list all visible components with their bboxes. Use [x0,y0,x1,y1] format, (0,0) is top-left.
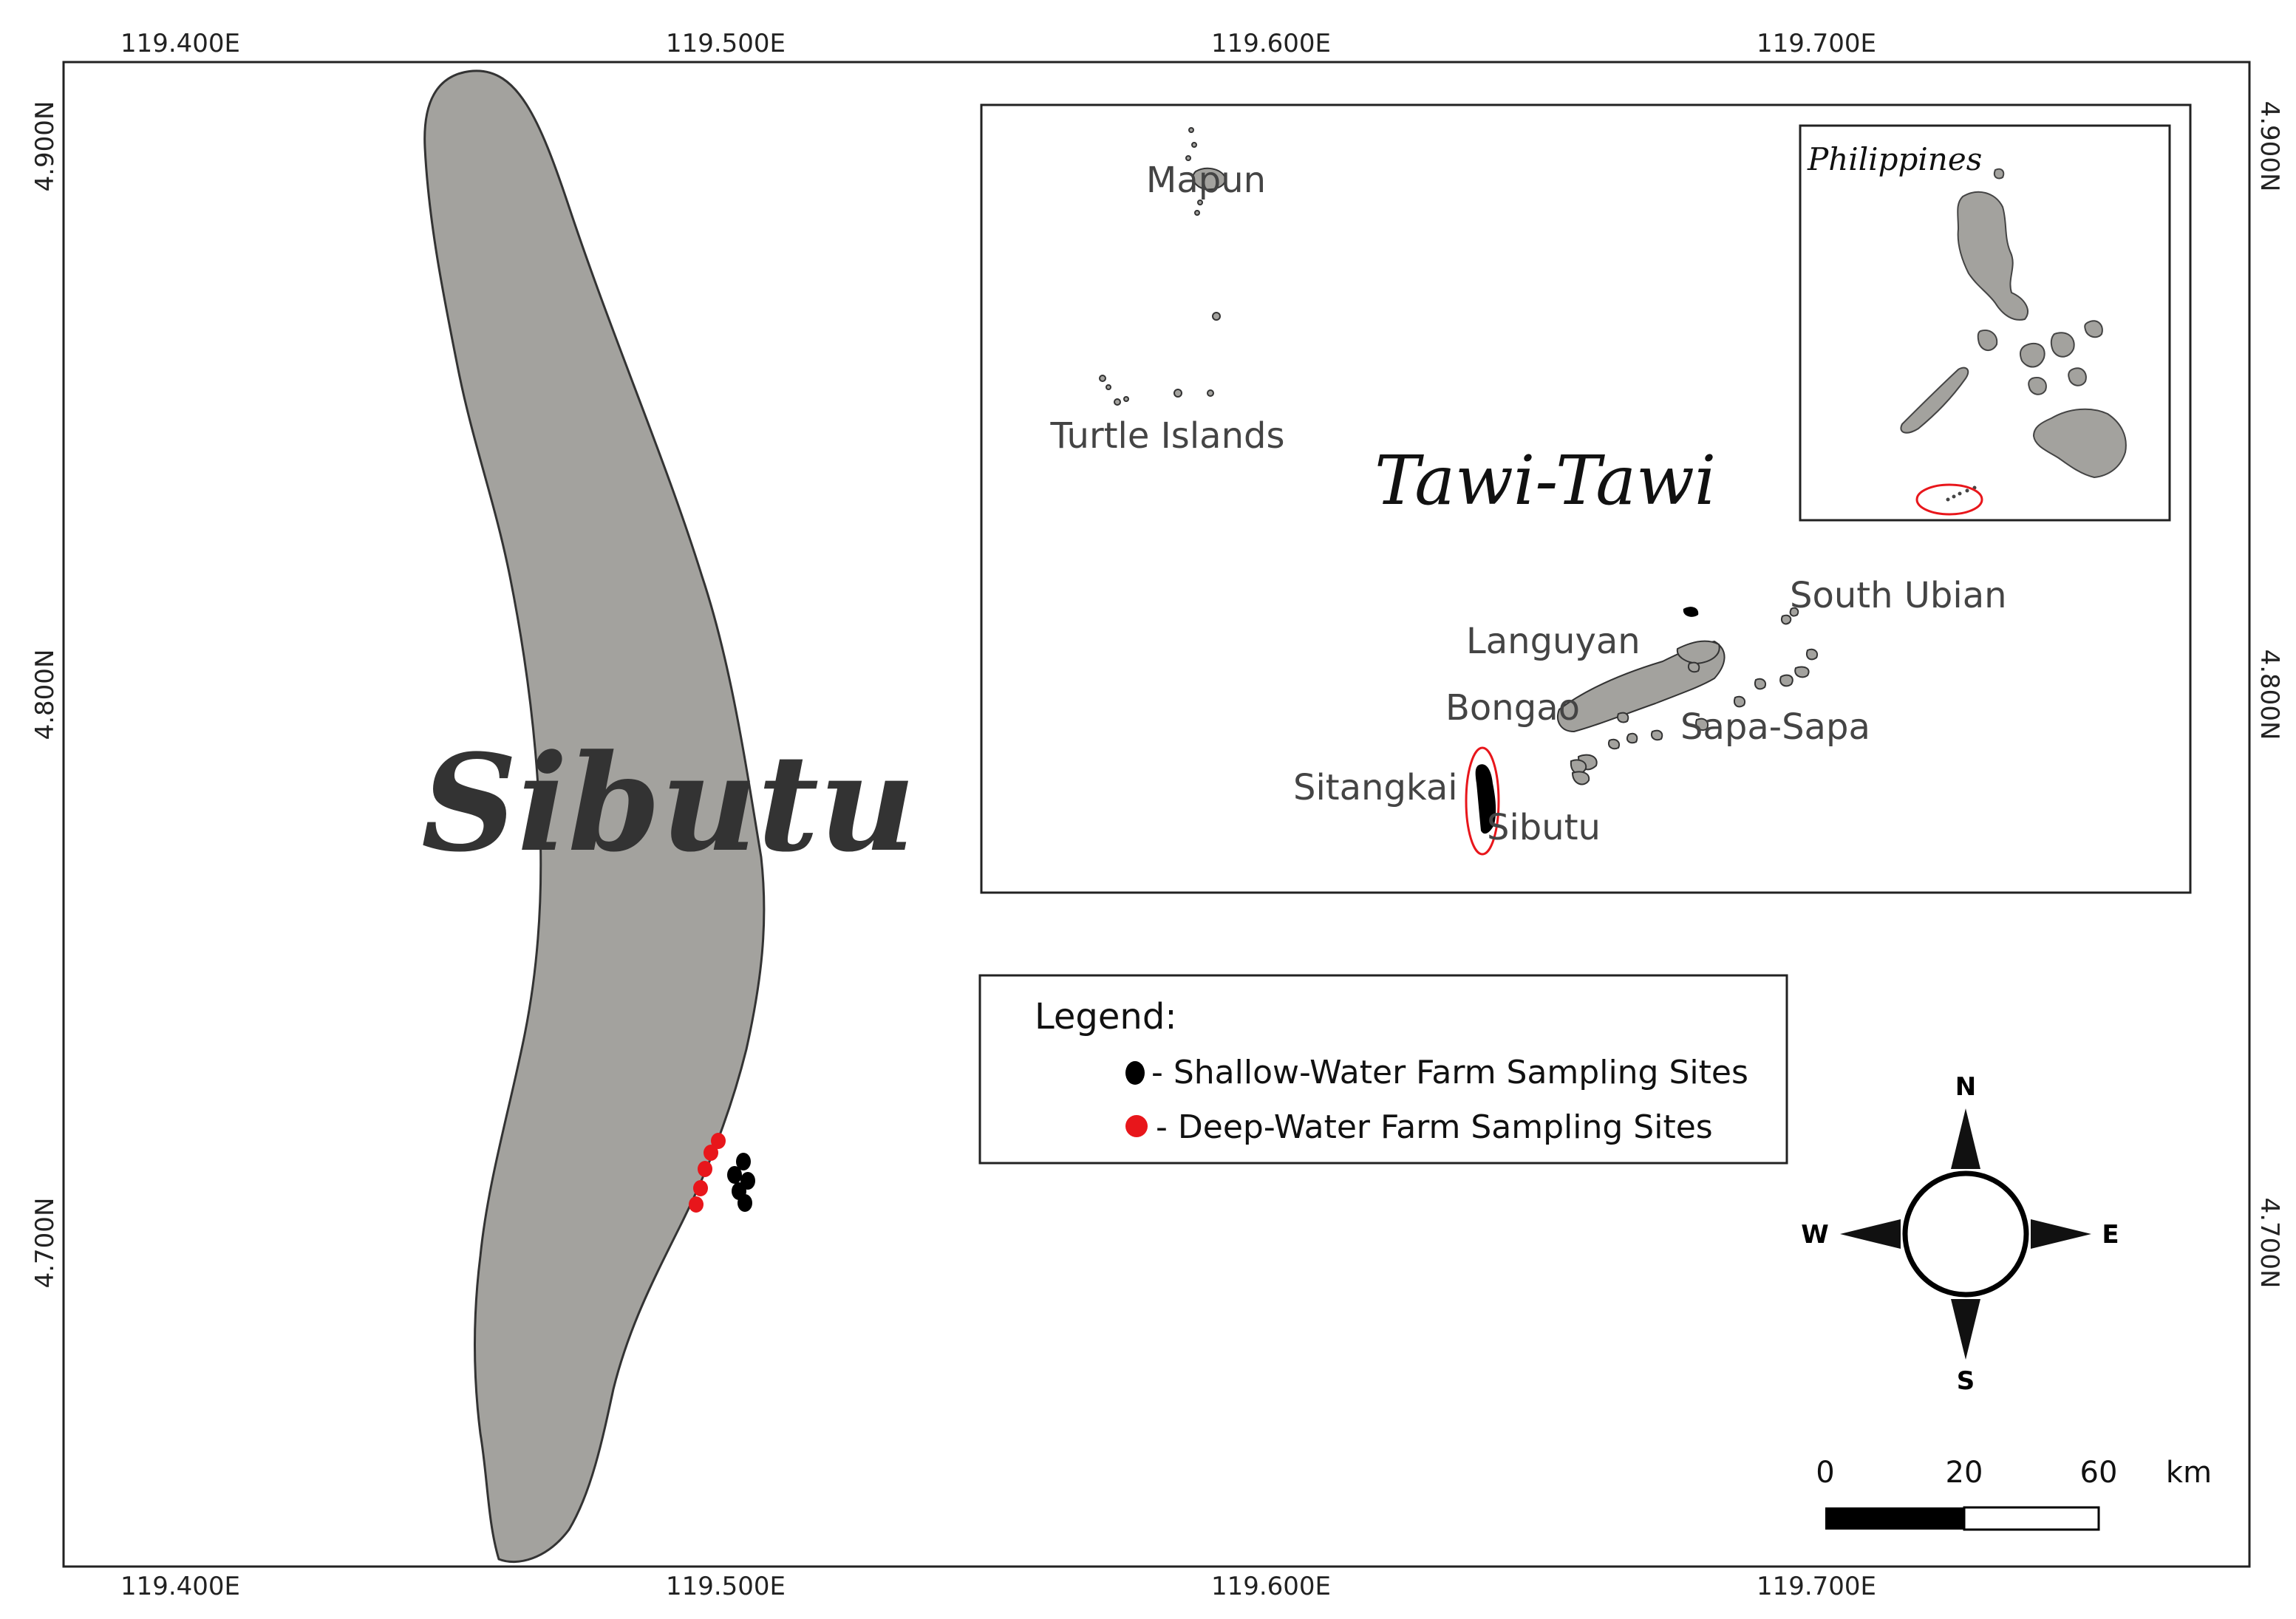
compass-e-label: E [2102,1220,2119,1250]
label-turtle-islands: Turtle Islands [1050,415,1285,457]
map-frame [62,61,2251,1568]
coord-top-4: 119.700E [1757,29,1876,58]
tawi-tawi-title: Tawi-Tawi [1374,441,1716,520]
shallow-site-marker [736,1153,751,1170]
compass-east-point [2031,1219,2091,1249]
scale-bar: 0 20 60 km [1816,1456,2212,1531]
compass-south-point [1951,1299,1980,1360]
coord-top-2: 119.500E [666,29,786,58]
compass-w-label: W [1801,1220,1829,1250]
legend-box [978,974,1788,1165]
philippines-title: Philippines [1807,141,1982,177]
legend-title: Legend: [1035,996,1177,1037]
coord-bottom-4: 119.700E [1757,1572,1876,1601]
scale-bar-white-segment [1963,1506,2100,1531]
mapun-islands [1185,127,1227,216]
shallow-site-marker [727,1166,742,1184]
compass-s-label: S [1957,1366,1975,1396]
compass-rose: N S W E [1801,1072,2119,1396]
shallow-water-sites [727,1153,755,1212]
sibutu-inset-shape [1475,764,1496,834]
deep-site-marker [698,1161,712,1177]
label-sapa-sapa: Sapa-Sapa [1680,706,1870,748]
turtle-islands-shapes [1099,375,1214,406]
coord-right-2: 4.800N [2255,650,2284,740]
coord-top-3: 119.600E [1211,29,1331,58]
coord-left-1: 4.900N [30,101,60,192]
legend-deep-marker [1125,1115,1148,1137]
deep-water-sites [689,1133,726,1213]
coord-left-2: 4.800N [30,650,60,740]
compass-ring [1902,1170,2029,1298]
coord-bottom-2: 119.500E [666,1572,786,1601]
compass-n-label: N [1955,1072,1976,1102]
coord-top-1: 119.400E [120,29,240,58]
legend-shallow-label: - Shallow-Water Farm Sampling Sites [1151,1054,1748,1091]
label-mapun: Mapun [1146,160,1266,201]
coord-right-1: 4.900N [2255,101,2284,192]
scale-label-0: 0 [1816,1456,1834,1490]
compass-west-point [1840,1219,1901,1249]
scale-label-20: 20 [1946,1456,1983,1490]
south-ubian-islet [1683,607,1699,617]
scale-unit-label: km [2166,1456,2212,1490]
compass-north-point [1951,1108,1980,1169]
shallow-site-marker [737,1194,752,1212]
sibutu-title: Sibutu [421,726,916,882]
coord-right-3: 4.700N [2255,1198,2284,1289]
tawi-tawi-highlight-ellipse [1915,483,1983,516]
philippines-shapes [1900,168,2127,479]
sibutu-island-shape [423,69,766,1564]
deep-site-marker [693,1180,708,1196]
scale-label-60: 60 [2080,1456,2118,1490]
label-south-ubian: South Ubian [1790,575,2007,616]
sibutu-highlight-ellipse [1465,746,1500,856]
coord-bottom-3: 119.600E [1211,1572,1331,1601]
coord-left-3: 4.700N [30,1198,60,1289]
legend-shallow-marker [1125,1061,1145,1085]
scale-bar-black-segment [1825,1507,1964,1530]
label-bongao: Bongao [1445,687,1580,729]
deep-site-marker [689,1196,704,1213]
tawi-tawi-islands [1557,607,1818,785]
legend-deep-label: - Deep-Water Farm Sampling Sites [1156,1108,1713,1146]
coord-bottom-1: 119.400E [120,1572,240,1601]
label-languyan: Languyan [1466,621,1641,662]
label-sitangkai: Sitangkai [1293,767,1458,808]
deep-site-marker [704,1145,718,1161]
label-sibutu-inset: Sibutu [1487,807,1601,848]
deep-site-marker [711,1133,726,1149]
islet [1212,312,1221,321]
